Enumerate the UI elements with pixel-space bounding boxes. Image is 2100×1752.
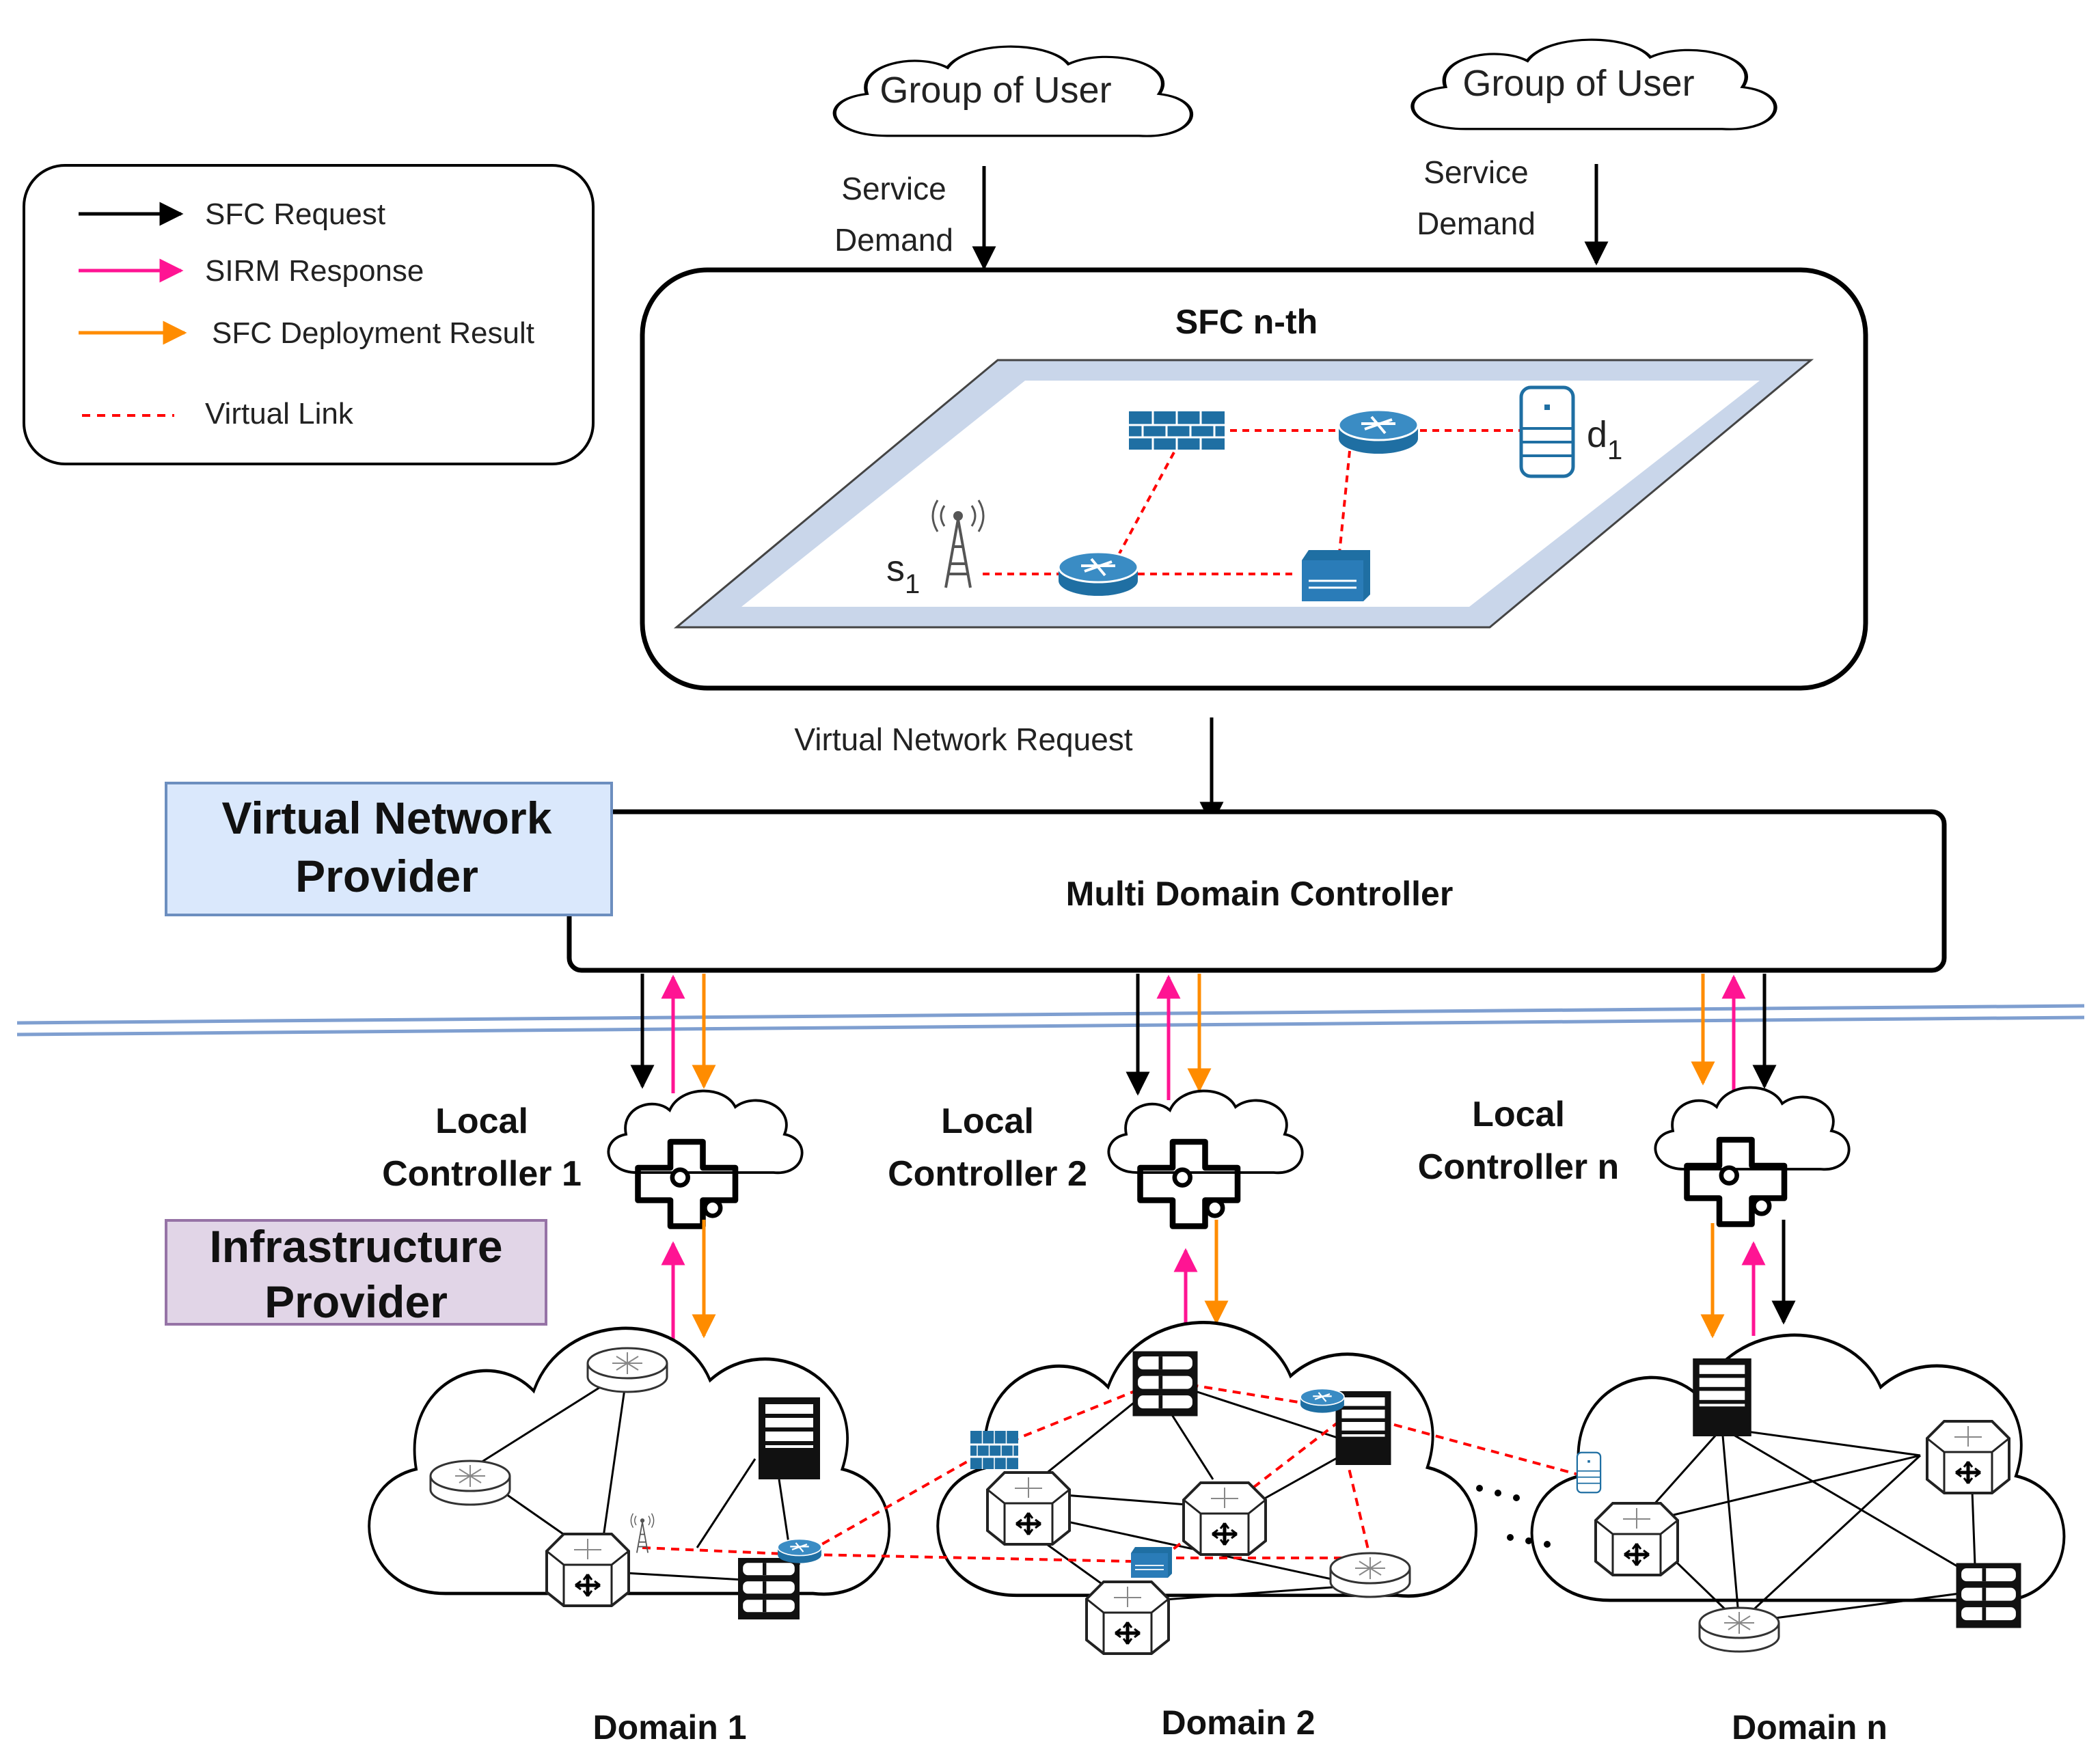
d2-box-icon — [1130, 1546, 1173, 1578]
legend: SFC Request SIRM Response SFC Deployment… — [23, 164, 595, 465]
sfc-title: SFC n-th — [1175, 303, 1318, 341]
dn-switch-left-icon — [1596, 1503, 1678, 1575]
d1-router-top-icon — [586, 1347, 668, 1393]
sfc-router-icon-top — [1337, 409, 1419, 455]
controller-2-line1: Local — [941, 1101, 1034, 1141]
sfc-router-icon-bottom — [1057, 551, 1139, 597]
sfc-destination-server-icon — [1521, 387, 1573, 476]
virtual-network-request-label: Virtual Network Request — [794, 722, 1132, 757]
legend-label-result: SFC Deployment Result — [212, 316, 534, 350]
service-demand-1-line2: Demand — [834, 222, 953, 258]
sfc-box: SFC n-th d1 s1 — [640, 267, 1868, 691]
user-group-1: Group of User — [834, 46, 1191, 136]
d2-server-stack-icon — [1132, 1351, 1198, 1416]
service-demand-1-line1: Service — [841, 171, 946, 206]
d2-router-blue-icon — [1299, 1388, 1346, 1414]
vnp-line2: Provider — [295, 851, 478, 901]
dn-server-stack-icon — [1956, 1563, 2021, 1628]
local-controller-1: Local Controller 1 — [382, 1089, 804, 1227]
d1-server-stack-icon — [738, 1558, 800, 1619]
domain-n-label: Domain n — [1732, 1708, 1887, 1747]
legend-label-response: SIRM Response — [205, 254, 424, 288]
mdc-controller-arrows — [630, 974, 1777, 1100]
d2-switch-bottom-icon — [1087, 1582, 1169, 1654]
user-group-1-label: Group of User — [879, 70, 1111, 111]
legend-label-request: SFC Request — [205, 197, 385, 231]
d1-tower-server-icon — [759, 1397, 820, 1479]
inp-line1: Infrastructure — [209, 1221, 502, 1272]
inp-line2: Provider — [264, 1276, 448, 1327]
d1-router-left-icon — [429, 1460, 511, 1506]
dn-tower-blue-icon — [1576, 1451, 1602, 1494]
sfc-virtual-links — [983, 429, 1521, 575]
vnp-line1: Virtual Network — [222, 793, 552, 843]
sfc-firewall-icon — [1128, 410, 1226, 451]
legend-label-virtual-link: Virtual Link — [205, 397, 354, 430]
service-demand-2-line2: Demand — [1417, 206, 1536, 241]
controller-2-line2: Controller 2 — [888, 1154, 1087, 1194]
domain-1-label: Domain 1 — [592, 1708, 746, 1747]
controller-1-line2: Controller 1 — [382, 1154, 582, 1194]
service-demand-2-line1: Service — [1423, 154, 1528, 190]
dn-switch-right-icon — [1927, 1421, 2009, 1493]
controller-1-line1: Local — [435, 1101, 528, 1141]
controller-n-line1: Local — [1472, 1095, 1565, 1134]
local-controller-2: Local Controller 2 — [888, 1089, 1304, 1227]
local-controller-n: Local Controller n — [1418, 1086, 1851, 1224]
user-group-2-label: Group of User — [1462, 63, 1694, 104]
d2-firewall-icon — [969, 1429, 1020, 1470]
domain-ellipsis — [1476, 1485, 1551, 1548]
controller-domain-arrows — [661, 1220, 1796, 1339]
d2-router-white-icon — [1329, 1552, 1411, 1598]
sfc-box-icon — [1300, 549, 1372, 603]
d2-switch-left-icon — [987, 1473, 1069, 1544]
domain-2-label: Domain 2 — [1161, 1703, 1315, 1742]
d1-router-blue-icon — [776, 1538, 823, 1564]
multi-domain-controller-label: Multi Domain Controller — [1066, 875, 1454, 913]
dn-tower-server-icon — [1693, 1358, 1751, 1436]
infrastructure-provider-box: Infrastructure Provider — [165, 1219, 547, 1327]
d2-switch-mid-icon — [1184, 1483, 1266, 1555]
controller-n-line2: Controller n — [1418, 1147, 1620, 1187]
dn-router-icon — [1698, 1606, 1780, 1653]
sfc-source-label: s1 — [886, 548, 920, 599]
d1-switch-icon — [547, 1534, 629, 1606]
user-group-2: Group of User — [1413, 40, 1775, 129]
sfc-destination-label: d1 — [1587, 414, 1622, 465]
layer-separator — [16, 1004, 2085, 1037]
virtual-network-provider-box: Virtual Network Provider — [165, 782, 613, 916]
